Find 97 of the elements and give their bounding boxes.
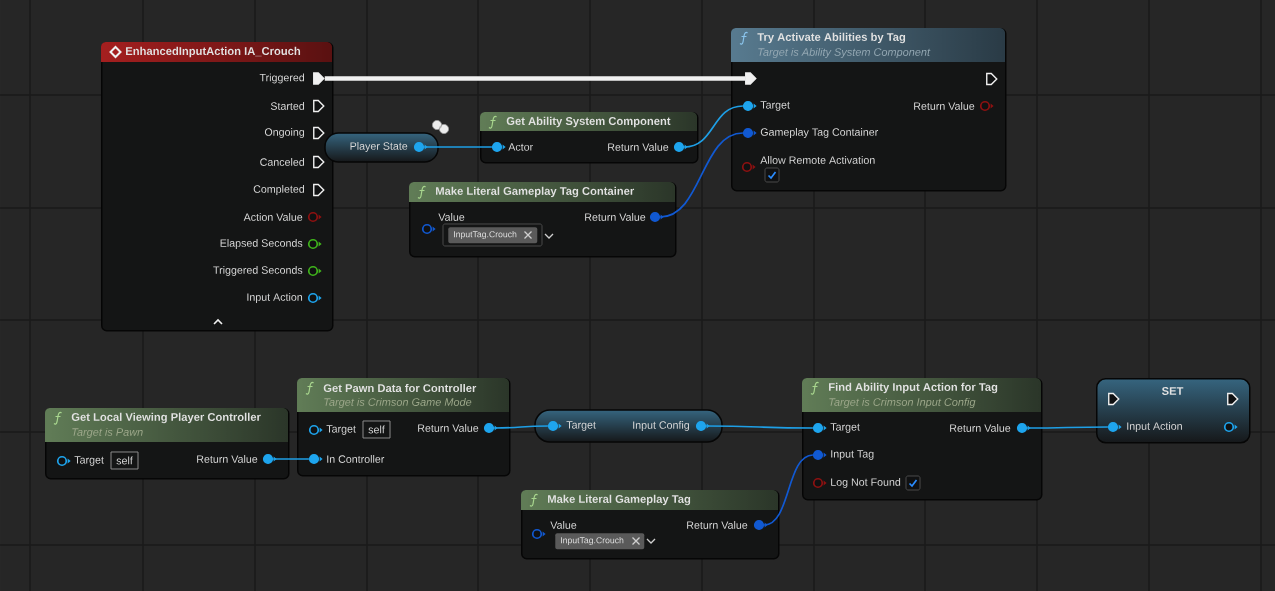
pin-label: Input Action: [1127, 422, 1182, 432]
pin-label: Completed: [253, 185, 305, 195]
pin: [742, 127, 757, 139]
exec-pin: [1227, 392, 1239, 406]
pin-label: Action Value: [243, 213, 303, 221]
pin-label: Input Tag: [831, 450, 874, 460]
node-subtitle: Target is Crimson Input Config: [829, 397, 976, 409]
pin-label: Return Value: [608, 143, 669, 151]
node-title: Make Literal Gameplay Tag: [548, 494, 691, 506]
pin: [308, 424, 323, 436]
exec-pin: [1108, 392, 1120, 406]
pin-label: Return Value: [418, 424, 479, 432]
pin: [812, 449, 827, 461]
connector: [423, 146, 493, 148]
pin-label: Input Config: [633, 421, 690, 431]
pin: [531, 528, 546, 540]
pin-label: Return Value: [914, 102, 975, 110]
exec-pin: [313, 72, 325, 85]
pin: [1016, 422, 1031, 434]
pin: [421, 223, 436, 235]
pin-label: Elapsed Seconds: [220, 239, 303, 249]
pin: [307, 211, 322, 223]
connector: [493, 425, 549, 429]
node-subtitle: Target is Crimson Game Mode: [324, 397, 472, 409]
pin-label: Value: [438, 213, 465, 221]
pin: [812, 422, 827, 434]
pin-label: Actor: [508, 143, 533, 151]
pin: [491, 141, 506, 153]
node-subtitle: Target is Pawn: [72, 427, 143, 439]
pin-label: Target: [830, 423, 860, 433]
pin: [695, 420, 710, 432]
connector: [659, 132, 744, 218]
exec-pin: [986, 72, 998, 86]
pin-label: Ongoing: [264, 128, 305, 138]
pin-label: Input Action: [247, 293, 303, 303]
connector: [683, 105, 744, 148]
pin-label: Return Value: [687, 521, 748, 529]
node-title: EnhancedInputAction IA_Crouch: [126, 46, 301, 58]
pin: [649, 211, 664, 223]
pin: [307, 238, 322, 250]
pin: [413, 141, 428, 153]
pill-node: [534, 409, 723, 443]
pin-label: Value: [550, 521, 577, 529]
pin: [741, 161, 756, 173]
exec-pin: [313, 99, 325, 113]
pin: [1107, 421, 1122, 433]
pin-label: Player State: [350, 142, 408, 152]
connector: [1026, 426, 1109, 429]
node-subtitle: Target is Ability System Component: [758, 47, 931, 59]
pin-label: Return Value: [950, 424, 1011, 432]
tag-chip: InputTag.Crouch: [442, 223, 543, 247]
pin-label: Target: [760, 101, 790, 111]
pin: [308, 453, 323, 465]
pin: [742, 100, 757, 112]
pin-label: Target: [74, 456, 104, 466]
pin: [979, 100, 994, 112]
pin-label: Return Value: [585, 213, 646, 221]
node-title: Get Local Viewing Player Controller: [71, 412, 261, 424]
pin-label: Return Value: [197, 455, 258, 463]
exec-pin: [313, 183, 325, 197]
pin-label: Triggered: [259, 73, 305, 84]
pin: [1223, 421, 1238, 433]
pin-label: Started: [270, 102, 305, 110]
pin: [547, 420, 562, 432]
exec-pin: [313, 155, 325, 169]
pin-label: Allow Remote Activation: [760, 156, 875, 164]
pin-label: Triggered Seconds: [213, 266, 303, 276]
input-field: self: [362, 420, 391, 439]
connector: [763, 454, 814, 526]
pin: [673, 141, 688, 153]
exec-pin: [745, 72, 757, 85]
pin-label: Target: [566, 421, 596, 431]
connector: [324, 76, 746, 81]
connector: [272, 458, 310, 460]
pin: [262, 453, 277, 465]
node-title: Get Ability System Component: [506, 116, 671, 128]
pin: [753, 519, 768, 531]
pin: [307, 265, 322, 277]
pin-label: In Controller: [327, 455, 385, 463]
input-field: self: [110, 451, 139, 470]
pin: [483, 422, 498, 434]
node-title: SET: [1161, 387, 1184, 395]
pin-label: Canceled: [260, 158, 305, 166]
pin-label: Target: [326, 425, 356, 435]
connector: [705, 425, 814, 429]
pill-node: [324, 132, 439, 163]
tag-chip: InputTag.Crouch: [555, 533, 645, 550]
pin: [307, 292, 322, 304]
node-title: Make Literal Gameplay Tag Container: [436, 186, 635, 198]
exec-pin: [313, 126, 325, 140]
pin: [56, 455, 71, 467]
pin: [812, 477, 827, 489]
node-title: Find Ability Input Action for Tag: [829, 382, 998, 394]
node-title: Try Activate Abilities by Tag: [757, 32, 906, 44]
node-title: Get Pawn Data for Controller: [323, 383, 477, 393]
pin-label: Log Not Found: [831, 478, 901, 488]
pin-label: Gameplay Tag Container: [760, 128, 879, 138]
